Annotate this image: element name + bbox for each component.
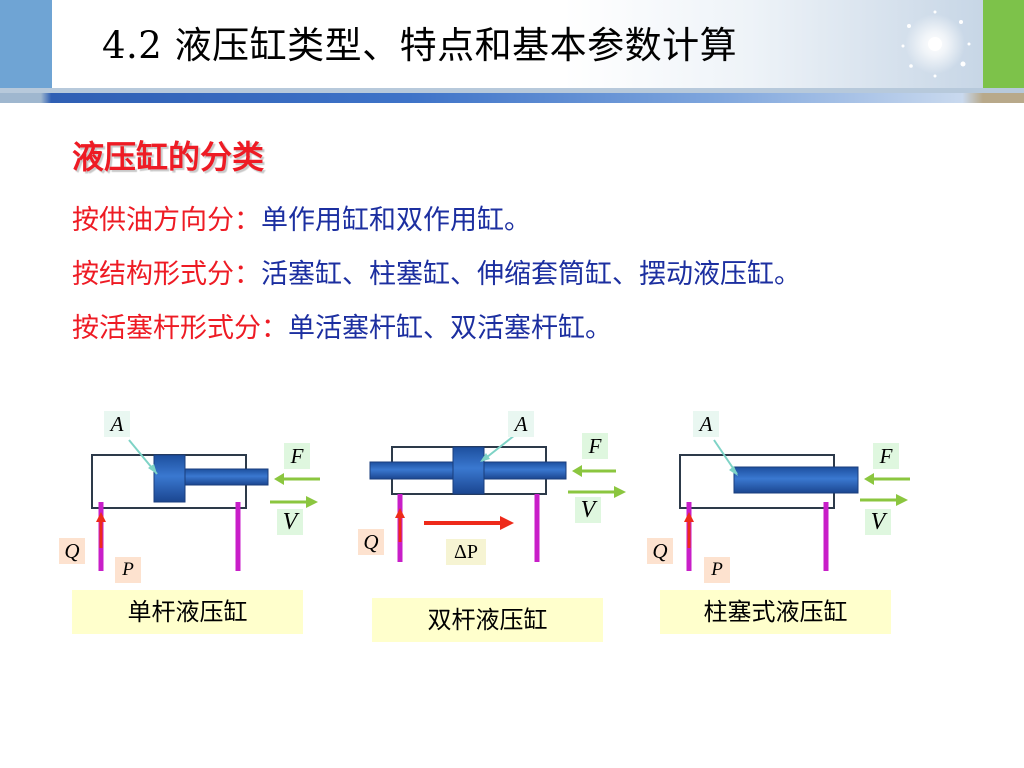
classification-line-supply: 按供油方向分：单作用缸和双作用缸。 — [72, 202, 531, 240]
plunger-cylinder — [679, 439, 910, 571]
header-left-block — [0, 0, 52, 88]
section-heading: 液压缸的分类 — [72, 138, 265, 176]
flow-label: Q — [358, 529, 384, 555]
caption-plunger: 柱塞式液压缸 — [660, 590, 891, 634]
force-arrow-head — [572, 465, 582, 477]
classification-label: 按活塞杆形式分： — [72, 313, 288, 344]
caption-double-rod: 双杆液压缸 — [372, 598, 603, 642]
flow-label: Q — [59, 538, 85, 564]
velocity-arrow-head — [614, 486, 626, 498]
header-divider — [0, 88, 1024, 93]
caption-single-rod: 单杆液压缸 — [72, 590, 303, 634]
classification-line-rod: 按活塞杆形式分：单活塞杆缸、双活塞杆缸。 — [72, 310, 612, 348]
velocity-label: V — [277, 509, 303, 535]
header-gradient-bar — [0, 93, 1024, 103]
flow-arrow-head — [395, 508, 405, 518]
velocity-arrow-head — [306, 496, 318, 508]
velocity-label: V — [575, 497, 601, 523]
flow-arrow-head — [96, 512, 106, 522]
force-label: F — [873, 443, 899, 469]
classification-label: 按结构形式分： — [72, 259, 261, 290]
pressure-arrow-head — [500, 516, 514, 530]
classification-label: 按供油方向分： — [72, 205, 261, 236]
force-label: F — [284, 443, 310, 469]
flow-arrow-head — [684, 512, 694, 522]
force-arrow-head — [864, 473, 874, 485]
area-label: A — [693, 411, 719, 437]
double-rod-cylinder — [369, 434, 626, 562]
velocity-label: V — [865, 509, 891, 535]
force-label: F — [582, 433, 608, 459]
plunger — [733, 466, 859, 494]
page-title: 4.2 液压缸类型、特点和基本参数计算 — [102, 24, 738, 67]
area-label: A — [104, 411, 130, 437]
area-pointer-head — [729, 466, 738, 476]
piston — [153, 454, 186, 503]
single-rod-cylinder — [91, 439, 320, 571]
velocity-arrow-head — [896, 494, 908, 506]
classification-value: 单作用缸和双作用缸。 — [261, 205, 531, 236]
area-label: A — [508, 411, 534, 437]
piston-rod — [182, 468, 269, 486]
header-title-bar — [52, 0, 983, 88]
pressure-label: P — [115, 557, 141, 583]
piston — [452, 446, 485, 495]
force-arrow-head — [274, 473, 284, 485]
area-pointer-head — [148, 464, 157, 474]
pressure-diff-label: ΔP — [446, 539, 486, 565]
classification-value: 活塞缸、柱塞缸、伸缩套筒缸、摆动液压缸。 — [261, 259, 801, 290]
header-right-block — [983, 0, 1024, 88]
flow-label: Q — [647, 538, 673, 564]
classification-value: 单活塞杆缸、双活塞杆缸。 — [288, 313, 612, 344]
pressure-label: P — [704, 557, 730, 583]
classification-line-structure: 按结构形式分：活塞缸、柱塞缸、伸缩套筒缸、摆动液压缸。 — [72, 256, 801, 294]
area-pointer-head — [480, 453, 490, 462]
sparkle-icon — [901, 10, 971, 78]
